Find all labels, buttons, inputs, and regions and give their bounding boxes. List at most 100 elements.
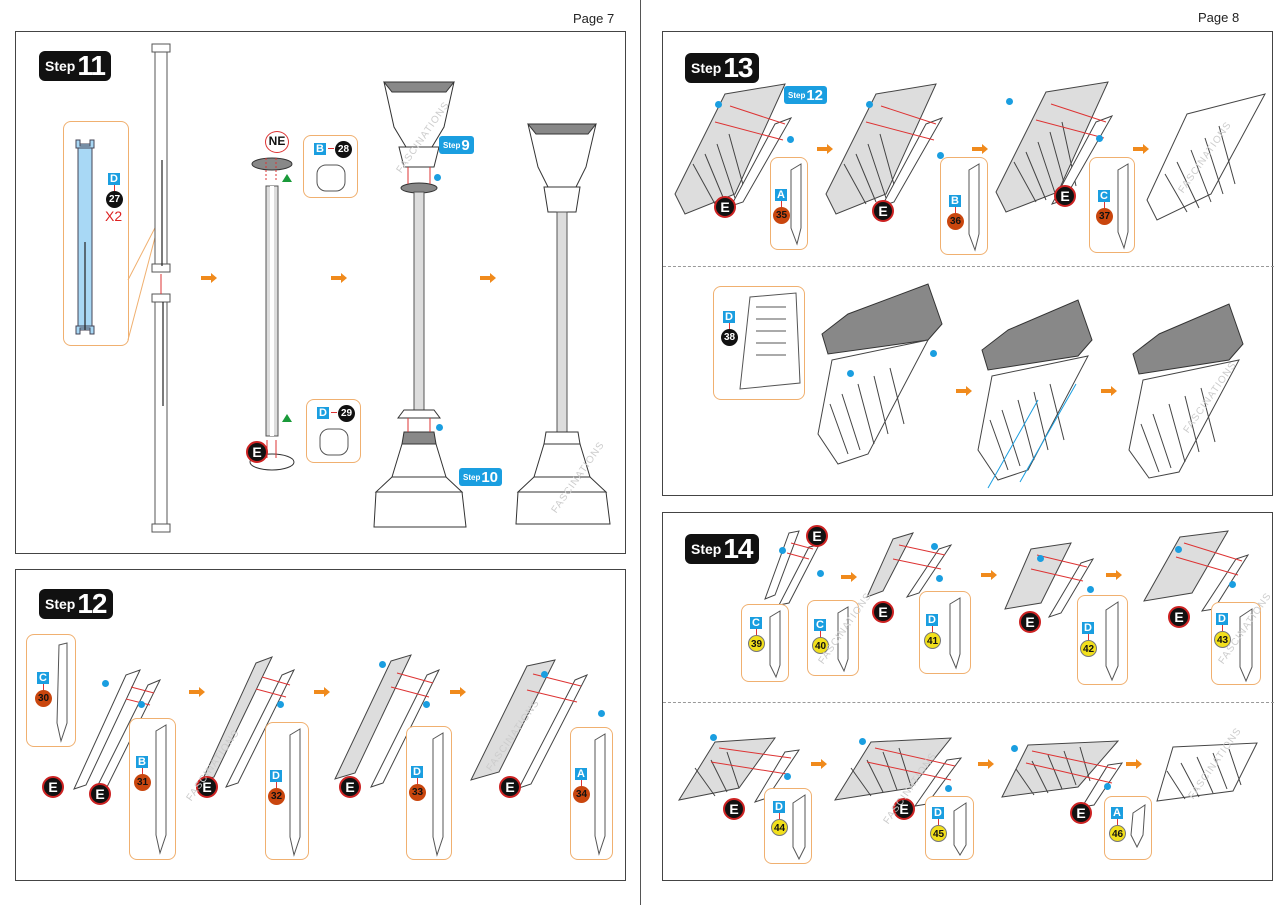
next-arrow-icon xyxy=(978,759,994,769)
step-9-reference: Step 9 xyxy=(439,136,474,154)
step-14-badge: Step 14 xyxy=(685,533,759,564)
feather-part-icon xyxy=(837,606,849,673)
disc-part-icon xyxy=(316,164,346,192)
sheet-label: D xyxy=(926,614,938,626)
connector-tick xyxy=(779,813,780,819)
step-12-panel: Step 12 C 30 E E B 31 E D 32 xyxy=(15,569,626,881)
e-badge: E xyxy=(872,601,894,623)
step-number: 12 xyxy=(806,86,824,104)
part-number: 43 xyxy=(1214,631,1231,648)
sheet-label: D xyxy=(1216,613,1228,625)
connector-tick xyxy=(729,323,730,329)
alignment-dot xyxy=(1087,586,1094,593)
feather-stack-illustration xyxy=(470,659,589,789)
sheet-label: D xyxy=(270,770,282,782)
part-callout-46: A 46 xyxy=(1104,796,1152,860)
part-number: 46 xyxy=(1109,825,1126,842)
part-number: 27 xyxy=(106,191,123,208)
alignment-dot xyxy=(1011,745,1018,752)
page-number-7: Page 7 xyxy=(573,11,615,26)
alignment-dot xyxy=(1104,783,1111,790)
pole-part-illustration xyxy=(75,139,95,335)
part-number: 32 xyxy=(268,788,285,805)
connector-tick xyxy=(328,148,334,149)
step-word: Step xyxy=(691,541,722,557)
part-callout-27: D 27 X2 xyxy=(63,121,129,346)
step-number: 11 xyxy=(77,50,106,81)
part-callout-45: D 45 xyxy=(925,796,974,860)
part-number: 31 xyxy=(134,774,151,791)
feather-stack-illustration xyxy=(1143,530,1250,612)
sheet-label: B xyxy=(949,195,961,207)
alignment-dot xyxy=(1229,581,1236,588)
e-badge: E xyxy=(42,776,64,798)
assembled-lamp-post-illustration xyxy=(515,123,611,525)
connector-tick xyxy=(276,782,277,788)
connector-tick xyxy=(1117,819,1118,825)
alignment-dot xyxy=(1037,555,1044,562)
step-number: 13 xyxy=(723,52,753,83)
e-badge: E xyxy=(893,798,915,820)
step-12-badge: Step 12 xyxy=(39,588,113,619)
part-number: 44 xyxy=(771,819,788,836)
sheet-label: D xyxy=(317,407,329,419)
connector-tick xyxy=(114,185,115,191)
alignment-dot xyxy=(379,661,386,668)
feather-part-icon xyxy=(1105,601,1119,682)
step-number: 12 xyxy=(77,588,107,619)
part-callout-43: D 43 xyxy=(1211,602,1261,685)
feather-part-icon xyxy=(953,802,967,856)
connector-tick xyxy=(142,768,143,774)
sheet-label: C xyxy=(750,617,762,629)
alignment-dot xyxy=(847,370,854,377)
alignment-dot xyxy=(598,710,605,717)
alignment-dot xyxy=(817,570,824,577)
next-arrow-icon xyxy=(1133,144,1149,154)
step-word: Step xyxy=(443,140,461,150)
step-word: Step xyxy=(788,90,806,100)
e-badge: E xyxy=(246,441,268,463)
e-badge: E xyxy=(1168,606,1190,628)
part-callout-42: D 42 xyxy=(1077,595,1128,685)
connector-tick xyxy=(955,207,956,213)
feather-part-icon xyxy=(949,597,961,670)
step-11-badge: Step 11 xyxy=(39,50,111,81)
alignment-dot xyxy=(859,738,866,745)
e-badge: E xyxy=(872,200,894,222)
step-number: 9 xyxy=(461,136,470,154)
next-arrow-icon xyxy=(314,687,330,697)
feather-fan-illustration xyxy=(1001,740,1124,808)
sheet-label: A xyxy=(575,768,587,780)
next-arrow-icon xyxy=(331,273,347,283)
feather-part-icon xyxy=(790,163,802,246)
part-callout-37: C 37 xyxy=(1089,157,1135,253)
e-badge: E xyxy=(339,776,361,798)
sheet-label: A xyxy=(775,189,787,201)
sheet-label: C xyxy=(37,672,49,684)
feather-part-icon xyxy=(968,163,980,252)
part-callout-41: D 41 xyxy=(919,591,971,674)
e-badge: E xyxy=(806,525,828,547)
feather-pair-illustration xyxy=(764,530,820,606)
part-callout-33: D 33 xyxy=(406,726,452,860)
sheet-label: B xyxy=(136,756,148,768)
feather-part-icon xyxy=(769,610,781,679)
feather-part-icon xyxy=(1239,608,1253,683)
part-number: 29 xyxy=(338,405,355,422)
sheet-label: D xyxy=(1082,622,1094,634)
feather-fan-illustration xyxy=(1146,93,1266,221)
feather-fan-illustration xyxy=(1156,742,1258,802)
sheet-label: C xyxy=(814,619,826,631)
step-number: 14 xyxy=(723,533,753,564)
step-word: Step xyxy=(463,472,481,482)
e-badge: E xyxy=(723,798,745,820)
next-arrow-icon xyxy=(956,386,972,396)
step-number: 10 xyxy=(481,468,499,486)
step-10-reference: Step 10 xyxy=(459,468,503,486)
part-number: 42 xyxy=(1080,640,1097,657)
part-callout-39: C 39 xyxy=(741,604,789,682)
next-arrow-icon xyxy=(189,687,205,697)
next-arrow-icon xyxy=(981,570,997,580)
step-11-panel: Step 11 D 27 X2 NE xyxy=(15,31,626,554)
page-number-8: Page 8 xyxy=(1198,10,1240,25)
